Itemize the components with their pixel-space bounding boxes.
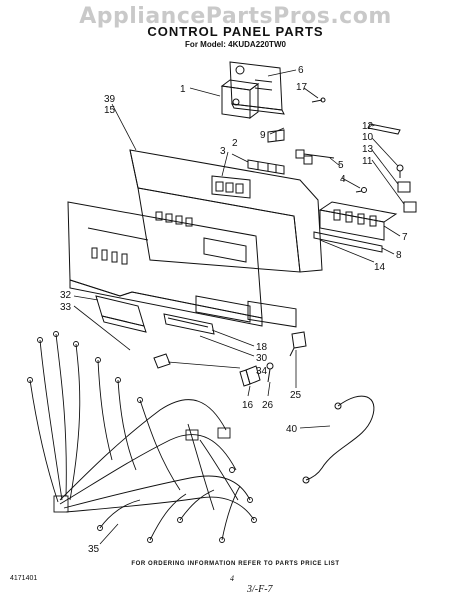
part-3-button-keys[interactable]	[211, 175, 251, 199]
part-5-switch[interactable]	[295, 149, 335, 165]
callout-17: 17	[296, 82, 308, 93]
part-40-ground-wire[interactable]	[302, 395, 375, 484]
callout-34: 34	[256, 366, 268, 377]
part-25-bracket[interactable]	[289, 331, 307, 357]
callout-16: 16	[242, 400, 254, 411]
callout-6: 6	[298, 65, 304, 76]
callout-7: 7	[402, 232, 408, 243]
callout-1: 1	[180, 84, 186, 95]
callout-15: 15	[104, 105, 116, 116]
callout-26: 26	[262, 400, 274, 411]
callout-32: 32	[60, 290, 72, 301]
part-16-knob[interactable]	[239, 365, 261, 387]
part-32-dispenser-door[interactable]	[95, 295, 147, 333]
part-26-screw[interactable]	[266, 362, 274, 383]
callout-33: 33	[60, 302, 72, 313]
page-number: 4	[230, 574, 234, 583]
handwritten-code: 3/-F-7	[247, 584, 273, 595]
part-14-trim-strip[interactable]	[313, 231, 383, 253]
part-30-hinge-strip[interactable]	[163, 313, 215, 335]
callout-9: 9	[260, 130, 266, 141]
part-15-console-panel[interactable]	[129, 149, 323, 328]
part-8-switch-assembly[interactable]	[318, 201, 398, 241]
document-number: 4171401	[10, 575, 38, 582]
callout-18: 18	[256, 342, 268, 353]
leader-lines	[73, 69, 405, 545]
callout-12: 12	[362, 121, 374, 132]
callout-3: 3	[220, 146, 226, 157]
part-11-clip[interactable]	[397, 181, 417, 213]
callout-labels: 6 1 17 39 15 9 12 10 13 11 3 2 5 4 7 8 1…	[60, 65, 408, 555]
model-subtitle: For Model: 4KUDA220TW0	[185, 40, 286, 49]
callout-4: 4	[340, 174, 346, 185]
callout-14: 14	[374, 262, 386, 273]
part-13-screw[interactable]	[396, 164, 404, 178]
callout-8: 8	[396, 250, 402, 261]
callout-39: 39	[104, 94, 116, 105]
part-34-clip[interactable]	[153, 353, 171, 369]
part-17-screw[interactable]	[311, 97, 326, 103]
callout-11: 11	[362, 156, 373, 167]
watermark: AppliancePartsPros.com	[79, 4, 392, 29]
callout-13: 13	[362, 144, 374, 155]
part-12-bracket[interactable]	[367, 123, 401, 135]
part-1-switch-module[interactable]	[220, 79, 260, 119]
part-4-screw[interactable]	[355, 187, 367, 193]
part-15-front-panel[interactable]	[67, 201, 263, 327]
callout-25: 25	[290, 390, 302, 401]
part-2-button-insert[interactable]	[247, 159, 285, 175]
part-35-wire-harness[interactable]	[27, 331, 257, 543]
part-6-control-board[interactable]	[229, 61, 285, 115]
callout-10: 10	[362, 132, 374, 143]
callout-30: 30	[256, 353, 268, 364]
diagram-title: CONTROL PANEL PARTS	[147, 24, 324, 39]
callout-2: 2	[232, 138, 238, 149]
callout-35: 35	[88, 544, 100, 555]
ordering-note: FOR ORDERING INFORMATION REFER TO PARTS …	[131, 561, 340, 567]
callout-5: 5	[338, 160, 344, 171]
callout-40: 40	[286, 424, 298, 435]
